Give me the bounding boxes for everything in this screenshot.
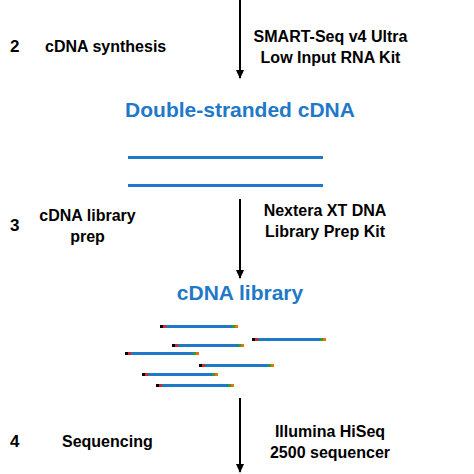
step-number: 3 [10,215,34,236]
stage-node: cDNA library [169,280,312,392]
kit-name: Nextera XT DNA Library Prep Kit [250,200,400,242]
double-strand [128,156,323,187]
library-fragments [125,325,326,387]
stage-node: Double-stranded cDNA [117,97,363,197]
kit-name: SMART-Seq v4 Ultra Low Input RNA Kit [248,26,413,68]
step-number: 4 [10,431,34,452]
step-number: 2 [10,36,34,57]
step-name: Sequencing [62,431,202,452]
stage-title: cDNA library [177,280,303,305]
flow-arrow [239,0,241,78]
kit-name: Illumina HiSeq 2500 sequencer [255,421,405,463]
flow-arrow [239,398,241,472]
step-name: cDNA library prep [30,205,145,247]
flow-arrow [239,199,241,278]
stage-title: Double-stranded cDNA [125,97,355,122]
step-name: cDNA synthesis [45,36,195,57]
